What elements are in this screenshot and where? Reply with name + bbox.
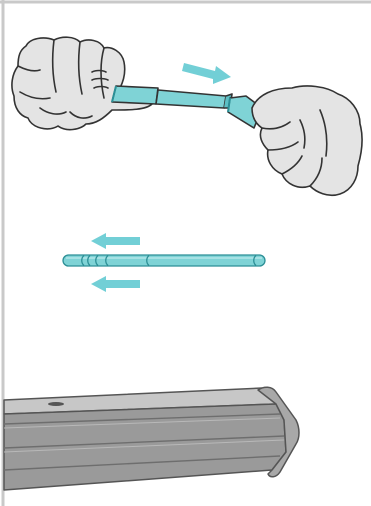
arrow-right-icon [182,63,231,84]
extrusion-bar-illustration [3,386,300,491]
arrow-left-icon [91,276,140,292]
step-assembled-rod [62,233,266,292]
right-hand-illustration [251,85,363,197]
left-hand-illustration [11,36,154,131]
telescoping-rod-illustration [62,254,266,267]
screw-hole [48,402,64,406]
step-pull-apart [11,36,363,197]
arrow-left-icon [91,233,140,249]
